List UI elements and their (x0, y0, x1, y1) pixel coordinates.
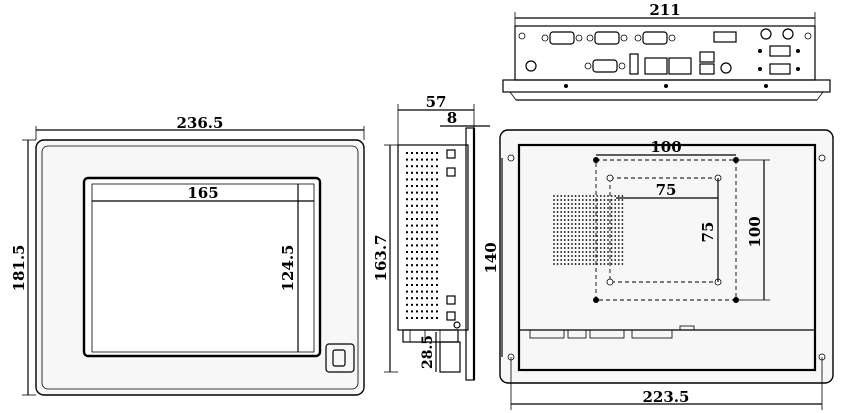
lan-port-icon (668, 57, 692, 75)
usb-port-icon (699, 51, 715, 63)
rear-bezel (499, 129, 834, 384)
side-height-label: 163.7 (372, 235, 390, 282)
rear-vent-holes (553, 195, 624, 265)
side-view: 57 8 163.7 28.5 (372, 93, 490, 381)
com-port-icon (541, 31, 583, 45)
vesa-hole-icon (593, 157, 599, 163)
vesa-outer-height-label: 100 (746, 216, 764, 247)
side-vent-holes (406, 152, 438, 319)
rear-body (517, 143, 817, 372)
rear-width-label: 223.5 (643, 388, 690, 406)
vesa-outer-width-label: 100 (650, 138, 681, 156)
vesa-inner-width-label: 75 (656, 181, 677, 199)
vesa-hole-icon (593, 297, 599, 303)
com-port-icon (584, 59, 626, 73)
top-width-label: 211 (649, 1, 680, 19)
rear-io-strip (529, 325, 695, 339)
vesa-inner-height-label: 75 (699, 222, 717, 243)
usb-port-icon (769, 63, 791, 75)
front-width-label: 236.5 (177, 114, 224, 132)
usb-port-icon (713, 31, 737, 43)
side-connector-label: 28.5 (420, 335, 436, 369)
hdmi-port-icon (629, 53, 639, 75)
power-button-icon (325, 343, 355, 373)
front-height-label: 181.5 (10, 245, 28, 292)
screen-width-label: 165 (187, 184, 218, 202)
front-view: 236.5 181.5 165 124.5 (10, 114, 365, 396)
usb-port-icon (699, 63, 715, 75)
usb-port-icon (769, 45, 791, 57)
audio-jack-icon (760, 28, 772, 40)
side-bezel-label: 8 (447, 109, 457, 127)
top-view: 211 (502, 1, 831, 101)
com-port-icon (586, 31, 628, 45)
lan-port-icon (644, 57, 668, 75)
front-screen (82, 176, 322, 358)
rear-height-label: 140 (482, 242, 500, 273)
power-jack-icon (525, 60, 537, 72)
rear-view: 100 75 75 100 140 223.5 (482, 129, 834, 410)
screen-height-label: 124.5 (279, 245, 297, 292)
audio-jack-icon (782, 28, 794, 40)
com-port-icon (634, 31, 676, 45)
side-depth-label: 57 (426, 93, 447, 111)
